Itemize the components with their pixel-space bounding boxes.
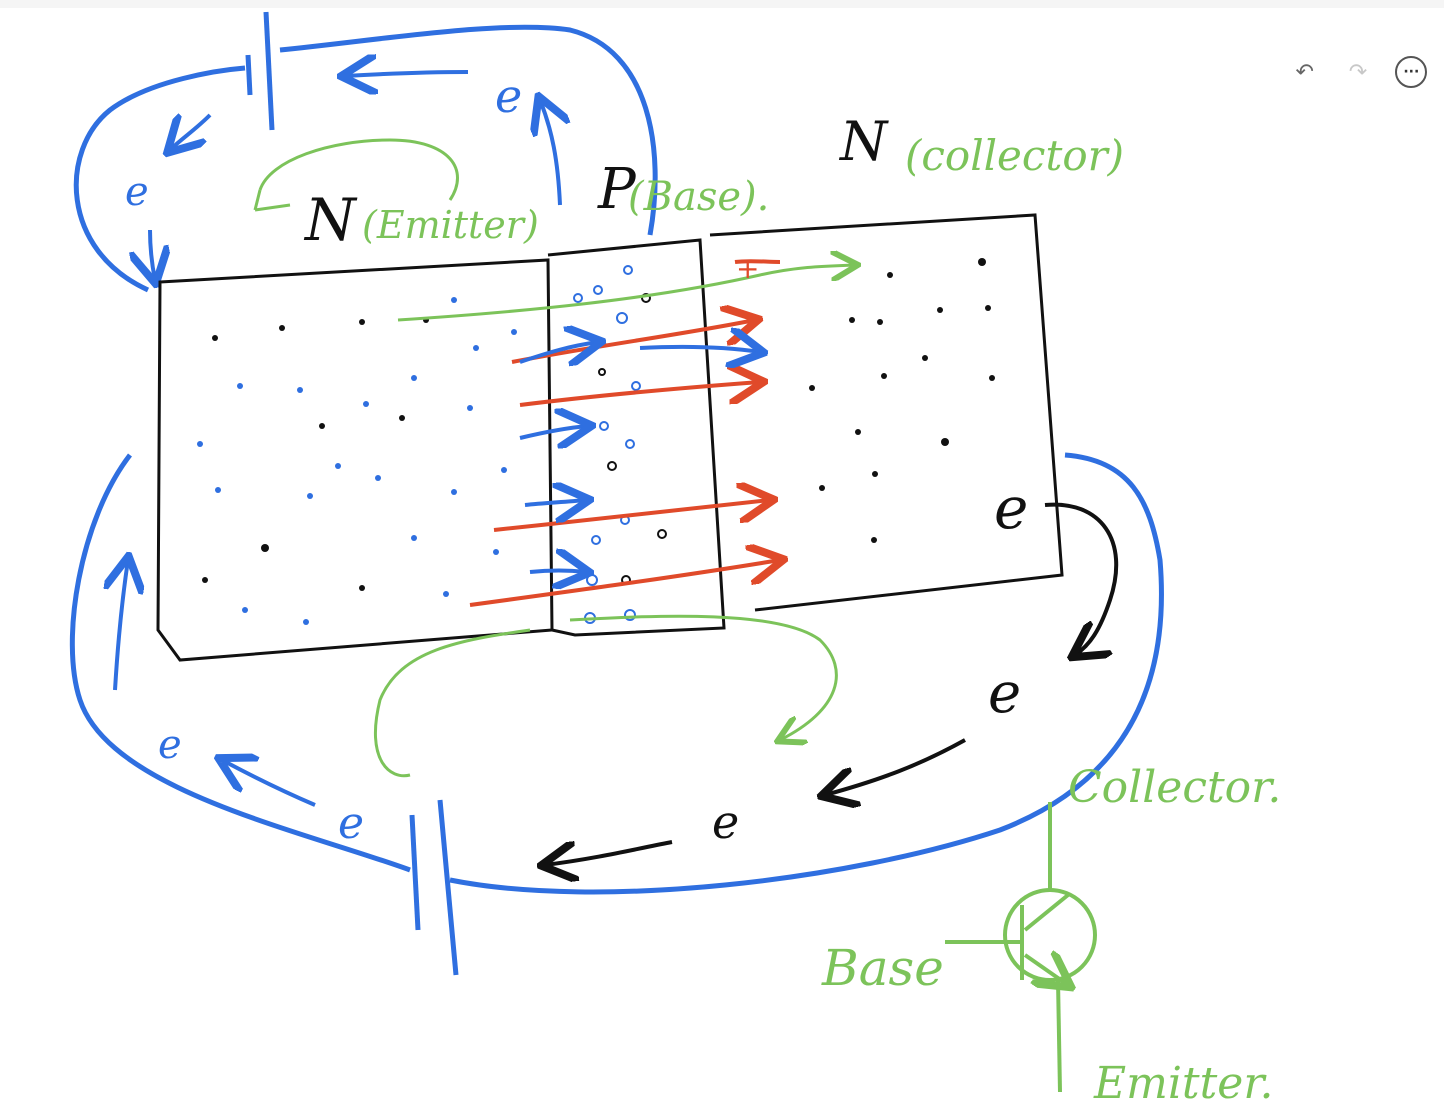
symbol-labels: Collector. Base Emitter.: [821, 762, 1281, 1109]
electron-label: e: [988, 661, 1021, 726]
emitter-blue-dots: [197, 297, 517, 625]
red-current-arrows: [469, 259, 780, 607]
base-holes: [573, 265, 641, 624]
redo-icon[interactable]: ↷: [1348, 59, 1368, 85]
electron-labels: e e e e e e e: [125, 69, 1028, 849]
transistor-symbol: [945, 802, 1097, 1093]
green-annotation-paths: [253, 138, 855, 778]
blue-injection-arrows: [519, 342, 760, 572]
plus-sign: +: [736, 252, 759, 285]
electron-label: e: [495, 69, 522, 123]
collector-type-letter: N: [838, 110, 889, 173]
more-icon: ···: [1395, 56, 1428, 88]
emitter-electron-dots: [202, 317, 429, 591]
electron-label: e: [712, 795, 739, 849]
base-label: (Base).: [628, 174, 769, 220]
symbol-collector-label: Collector.: [1068, 762, 1281, 813]
collector-label: (collector): [905, 131, 1124, 180]
bottom-circuit-loop: [69, 452, 1164, 976]
base-region: [547, 238, 726, 637]
emitter-type-letter: N: [303, 186, 358, 254]
electron-label: e: [338, 798, 364, 849]
electron-label: e: [158, 722, 182, 768]
top-edge-bar: [0, 0, 1444, 8]
symbol-base-label: Base: [821, 939, 944, 997]
base-type-letter: P: [597, 157, 637, 222]
more-options-button[interactable]: ···: [1393, 54, 1429, 90]
electron-label: e: [994, 474, 1028, 542]
emitter-label: (Emitter): [362, 203, 539, 247]
emitter-region: [156, 258, 554, 662]
black-current-arrows: [545, 502, 1119, 865]
region-labels: N (Emitter) P (Base). N (collector) +: [303, 110, 1124, 285]
collector-region: [709, 213, 1064, 612]
symbol-emitter-label: Emitter.: [1093, 1058, 1274, 1109]
electron-label: e: [125, 169, 149, 215]
undo-icon[interactable]: ↶: [1295, 59, 1314, 85]
top-circuit-loop: [73, 11, 658, 293]
toolbar: ↶ ↷ ···: [1278, 52, 1438, 92]
collector-dots: [809, 258, 995, 543]
